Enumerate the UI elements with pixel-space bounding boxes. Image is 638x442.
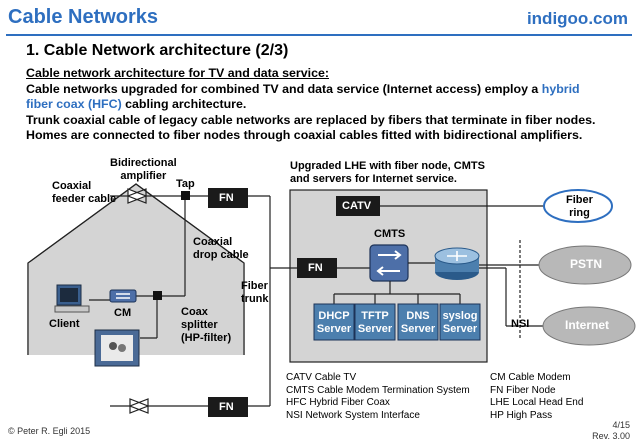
pstn-cloud <box>538 245 632 285</box>
fiber-trunk-label: Fiber trunk <box>241 280 269 305</box>
router-icon <box>434 247 480 280</box>
splitter-icon <box>153 291 162 300</box>
fn-label-top: FN <box>219 192 234 204</box>
syslog-server-box <box>439 303 481 341</box>
internet-label: Internet <box>565 318 610 332</box>
catv-box <box>336 196 380 216</box>
header-divider <box>6 34 632 36</box>
brand-logo-text[interactable]: indigoo.com <box>526 9 628 28</box>
fiber-ring-label: Fiber ring <box>566 194 593 219</box>
intro-text: Cable network architecture for TV and da… <box>26 66 636 144</box>
cmts-label: CMTS <box>374 228 406 240</box>
tap-label: Tap <box>176 178 195 190</box>
tap-icon <box>181 191 190 200</box>
fiber-ring-ellipse <box>543 189 613 223</box>
intro-line-1: Cable networks upgraded for combined TV … <box>26 81 580 96</box>
page-number: 4/15 <box>612 420 630 430</box>
page-title: Cable Networks <box>8 6 159 28</box>
bidirectional-amplifier-label: Bidirectional amplifier <box>110 157 177 182</box>
revision: Rev. 3.00 <box>592 431 630 441</box>
fn-box-lhe <box>297 258 337 278</box>
section-heading: 1. Cable Network architecture (2/3) <box>26 42 289 59</box>
copyright: © Peter R. Egli 2015 <box>8 426 91 436</box>
pstn-label: PSTN <box>570 257 603 271</box>
fn-box-top <box>208 188 248 208</box>
lhe-caption: Upgraded LHE with fiber node, CMTS and s… <box>290 160 485 185</box>
client-pc-icon <box>54 284 90 313</box>
catv-label: CATV <box>342 200 372 212</box>
fn-label-bottom: FN <box>219 401 234 413</box>
client-label: Client <box>49 318 80 330</box>
dns-server-box <box>397 303 439 341</box>
cable-modem-icon <box>109 289 137 303</box>
coaxial-drop-label: Coaxial drop cable <box>193 236 249 261</box>
intro-underlined: Cable network architecture for TV and da… <box>26 66 329 80</box>
amplifier-icon-2 <box>128 398 150 414</box>
amplifier-icon <box>126 188 148 204</box>
legend-left: CATV Cable TV CMTS Cable Modem Terminati… <box>286 372 470 421</box>
intro-line-4: Homes are connected to fiber nodes throu… <box>26 128 583 142</box>
cmts-switch-icon <box>369 244 409 282</box>
tv-icon <box>94 329 140 367</box>
nsi-label: NSI <box>511 318 530 330</box>
internet-cloud <box>542 306 636 346</box>
intro-line-3: Trunk coaxial cable of legacy cable netw… <box>26 112 596 127</box>
tftp-server-box <box>354 303 396 341</box>
intro-line-2: fiber coax (HFC) cabling architecture. <box>26 97 247 111</box>
fn-box-bottom <box>208 397 248 417</box>
coax-splitter-label: Coax splitter (HP-filter) <box>181 306 232 344</box>
dhcp-server-box <box>313 303 355 341</box>
cm-label: CM <box>114 307 132 319</box>
coaxial-feeder-label: Coaxial feeder cable <box>52 180 117 205</box>
fn-label-lhe: FN <box>308 262 323 274</box>
legend-right: CM Cable Modem FN Fiber Node LHE Local H… <box>490 372 584 421</box>
